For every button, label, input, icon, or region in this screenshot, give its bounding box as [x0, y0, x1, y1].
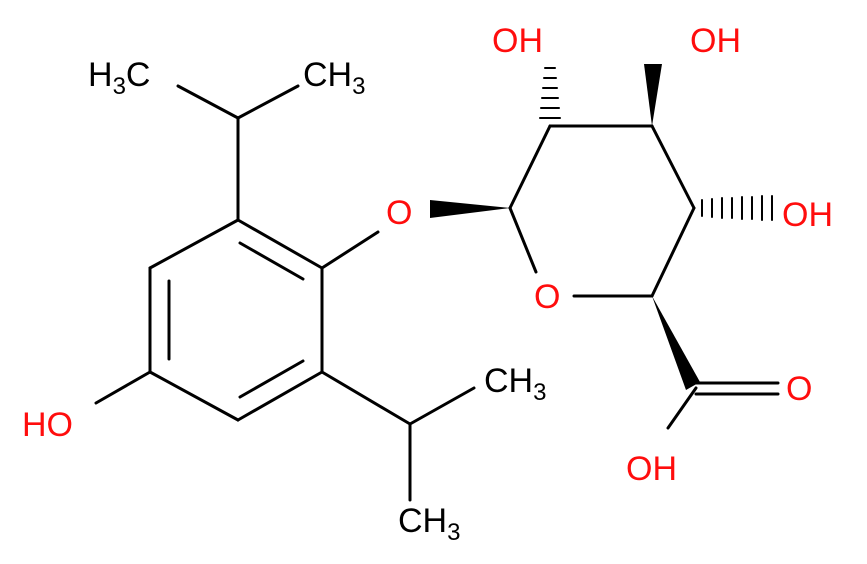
wedge-c5-cooh: [652, 296, 700, 390]
bond-ring-inner-1: [238, 241, 305, 281]
ch3-top-left: H3C: [88, 56, 150, 100]
hash-c2-oh: [539, 67, 561, 119]
bond-ring-c: [236, 370, 324, 422]
bond-ring-a: [236, 218, 324, 270]
hash-c4-oh: [701, 195, 773, 221]
bond-ring-inner-2: [238, 359, 305, 399]
bond-c4-c5: [650, 206, 696, 298]
bond-aryl-o: [320, 230, 380, 270]
carbonyl-o-label: O: [786, 370, 812, 408]
bond-o-c1: [508, 206, 538, 274]
isopropyl-top: H3C CH3: [88, 56, 365, 222]
acid-oh-label: OH: [626, 450, 677, 488]
ring-o-label: O: [534, 278, 560, 316]
isopropyl-bottom: CH3 CH3: [320, 362, 546, 546]
bond-c-oh: [666, 386, 698, 430]
bond-iso-bot-stem: [320, 370, 412, 426]
oh-c3-label: OH: [690, 22, 741, 60]
pyranose-ring: O: [508, 124, 696, 316]
ch3-top-right: CH3: [303, 56, 365, 100]
carboxyl-group: O OH: [626, 370, 812, 488]
bond-c3-c4: [650, 124, 696, 210]
ether-o-label: O: [386, 194, 412, 232]
bond-phenol-oh: [94, 370, 152, 405]
ch3-bottom: CH3: [398, 502, 460, 546]
benzene-ring: [148, 218, 324, 422]
oh-c2-label: OH: [492, 22, 543, 60]
ch3-mid-right: CH3: [484, 362, 546, 406]
bond-iso-bot-up: [408, 386, 476, 426]
phenol-oh-label: HO: [22, 406, 73, 444]
bond-ring-f: [148, 218, 240, 270]
bond-iso-top-right: [236, 84, 300, 120]
bond-c1-c2: [508, 124, 552, 210]
wedge-c3-oh: [644, 64, 662, 126]
wedge-c1-o: [430, 200, 510, 218]
oh-c4-label: OH: [782, 196, 833, 234]
bond-iso-top-left: [176, 84, 240, 120]
bond-ring-d: [148, 370, 240, 422]
